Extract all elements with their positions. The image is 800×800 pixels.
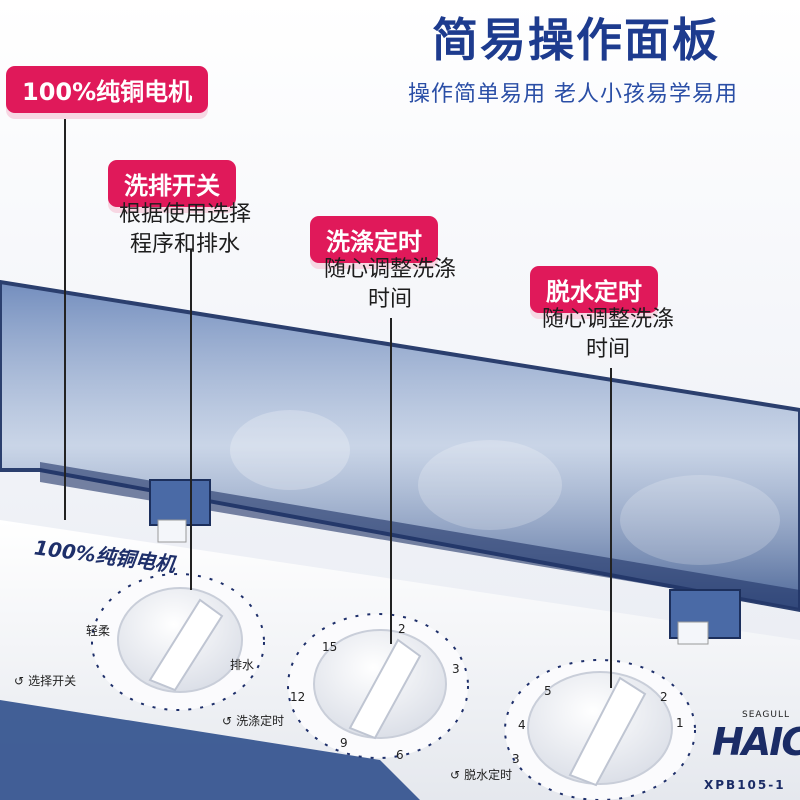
desc-spin-line1: 随心调整洗涤 (541, 307, 674, 332)
tag-spin-timer: 脱水定时 (530, 266, 658, 313)
desc-spin-timer: 随心调整洗涤 时间 (520, 305, 696, 364)
wash-dial-icon: ↺ (222, 713, 233, 728)
model-number: XPB105-1 (704, 778, 786, 792)
pointer-line-motor (64, 110, 66, 520)
spin-dial-label: ↺ 脱水定时 (450, 766, 512, 783)
bottom-trim (0, 700, 420, 800)
switch-pos-right: 排水 (230, 658, 255, 672)
wash-dial-label: ↺ 洗涤定时 (222, 712, 284, 729)
spin-num-4: 4 (518, 718, 526, 732)
wash-num-12: 12 (290, 690, 306, 704)
desc-spin-line2: 时间 (585, 336, 630, 362)
tag-wash-timer: 洗涤定时 (310, 216, 438, 263)
brand-logo: HAIC (712, 720, 800, 764)
desc-wash-timer: 随心调整洗涤 时间 (302, 255, 478, 314)
switch-dial-icon: ↺ (14, 673, 25, 688)
desc-switch: 根据使用选择 程序和排水 (100, 200, 270, 259)
pointer-line-switch (190, 250, 192, 590)
wash-num-6: 6 (396, 748, 404, 762)
spin-num-1: 1 (676, 716, 684, 730)
brand-small-text: SEAGULL (742, 710, 790, 720)
switch-pos-left: 轻柔 (86, 624, 111, 638)
desc-wash-line2: 时间 (367, 286, 412, 312)
wash-num-15: 15 (322, 640, 338, 654)
spin-num-2: 2 (660, 690, 668, 704)
desc-switch-line2: 程序和排水 (129, 231, 240, 257)
page-title: 简易操作面板 (432, 13, 720, 67)
switch-dial-label: ↺ 选择开关 (14, 672, 76, 689)
wash-num-9: 9 (340, 736, 348, 750)
desc-wash-line1: 随心调整洗涤 (323, 257, 456, 282)
tag-switch: 洗排开关 (108, 160, 236, 207)
wash-dial-text: 洗涤定时 (236, 714, 285, 728)
desc-switch-line1: 根据使用选择 (118, 202, 251, 227)
wash-num-3: 3 (452, 662, 460, 676)
spin-dial-icon: ↺ (450, 767, 461, 782)
spin-dial-text: 脱水定时 (464, 768, 513, 782)
page-subtitle: 操作简单易用 老人小孩易学易用 (408, 82, 738, 107)
spin-num-5: 5 (544, 684, 552, 698)
tag-motor: 100%纯铜电机 (6, 66, 209, 113)
wash-num-2: 2 (398, 622, 406, 636)
spin-num-3: 3 (512, 752, 520, 766)
pointer-line-wash (390, 318, 392, 644)
switch-dial-text: 选择开关 (28, 674, 77, 688)
hinge-left (149, 479, 211, 526)
pointer-line-spin (610, 368, 612, 688)
